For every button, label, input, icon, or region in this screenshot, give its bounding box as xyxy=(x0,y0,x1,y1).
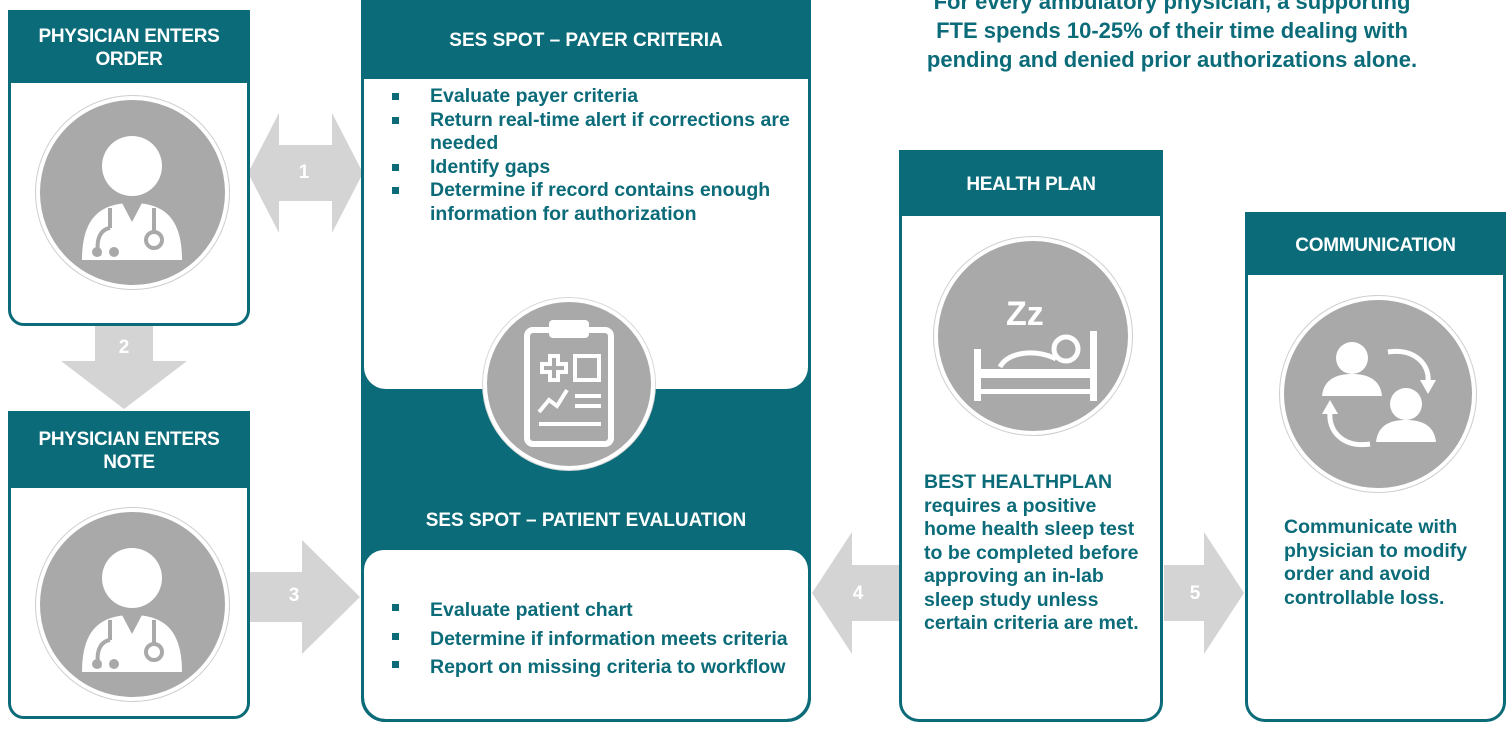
payer-bullets: Evaluate payer criteria Return real-time… xyxy=(390,85,790,226)
payer-card-header: SES SPOT – PAYER CRITERIA xyxy=(364,3,808,79)
arrow-3-right xyxy=(247,540,360,654)
callout-line-1: For every ambulatory physician, a suppor… xyxy=(933,0,1411,14)
communication-card: COMMUNICATION Communicate with physician… xyxy=(1245,212,1506,722)
patient-card-header: SES SPOT – PATIENT EVALUATION xyxy=(364,491,808,551)
order-card: PHYSICIAN ENTERS ORDER xyxy=(8,10,250,326)
arrow-5-label: 5 xyxy=(1189,583,1201,604)
note-card-header: PHYSICIAN ENTERS NOTE xyxy=(11,414,247,488)
physician-icon xyxy=(82,548,182,672)
user-exchange-icon xyxy=(1322,342,1436,448)
note-card: PHYSICIAN ENTERS NOTE xyxy=(8,411,250,719)
arrow-1-double xyxy=(248,113,363,233)
arrow-4-label: 4 xyxy=(852,583,864,604)
arrow-2-down xyxy=(61,325,187,409)
note-card-title: PHYSICIAN ENTERS NOTE xyxy=(38,429,220,473)
arrow-4-left xyxy=(812,532,902,654)
arrow-2-label: 2 xyxy=(118,337,130,358)
payer-bullet: Evaluate payer criteria xyxy=(390,85,790,109)
payer-bullet: Identify gaps xyxy=(390,156,790,180)
communication-header: COMMUNICATION xyxy=(1248,215,1503,275)
callout-line-2: FTE spends 10-25% of their time dealing … xyxy=(936,18,1408,43)
health-plan-heading: BEST HEALTHPLAN xyxy=(924,471,1113,493)
arrow-3-label: 3 xyxy=(288,585,300,606)
health-plan-card: HEALTH PLAN Zz BEST HEALTHPLAN requires … xyxy=(899,150,1163,722)
order-card-header: PHYSICIAN ENTERS ORDER xyxy=(11,13,247,83)
physician-icon xyxy=(82,136,182,260)
sleeping-bed-icon: Zz xyxy=(974,295,1097,401)
clipboard-chart-icon xyxy=(524,320,614,447)
communication-badge xyxy=(1280,296,1476,492)
payer-bullet: Return real-time alert if corrections ar… xyxy=(390,109,790,156)
callout-text: For every ambulatory physician, a suppor… xyxy=(872,0,1472,74)
sleep-badge: Zz xyxy=(934,237,1132,435)
arrow-5-right xyxy=(1164,532,1244,654)
note-avatar xyxy=(36,508,229,701)
health-plan-header: HEALTH PLAN xyxy=(902,153,1160,216)
patient-card-body: Evaluate patient chart Determine if info… xyxy=(364,550,808,719)
health-plan-body: requires a positive home health sleep te… xyxy=(924,494,1139,635)
callout-line-3: pending and denied prior authorizations … xyxy=(926,47,1418,72)
clipboard-badge xyxy=(483,298,655,470)
payer-bullet: Determine if record contains enough info… xyxy=(390,179,790,226)
payer-card-body: Evaluate payer criteria Return real-time… xyxy=(364,79,808,389)
sleeping-bed-icon-letters: Zz xyxy=(1006,295,1044,333)
communication-title: COMMUNICATION xyxy=(1295,234,1456,256)
arrow-1-label: 1 xyxy=(298,162,310,183)
payer-card-title: SES SPOT – PAYER CRITERIA xyxy=(449,30,723,51)
order-card-title: PHYSICIAN ENTERS ORDER xyxy=(38,26,220,70)
health-plan-title: HEALTH PLAN xyxy=(966,174,1096,195)
patient-card-title: SES SPOT – PATIENT EVALUATION xyxy=(425,510,747,531)
patient-bullet: Determine if information meets criteria xyxy=(390,625,800,654)
patient-bullet: Evaluate patient chart xyxy=(390,596,800,625)
patient-bullet: Report on missing criteria to workflow xyxy=(390,653,800,682)
order-avatar xyxy=(36,96,229,289)
communication-body: Communicate with physician to modify ord… xyxy=(1284,516,1468,609)
ses-spot-panel: SES SPOT – PAYER CRITERIA Evaluate payer… xyxy=(361,0,811,722)
health-plan-text: BEST HEALTHPLAN requires a positive home… xyxy=(924,471,1152,636)
patient-bullets: Evaluate patient chart Determine if info… xyxy=(390,596,800,682)
